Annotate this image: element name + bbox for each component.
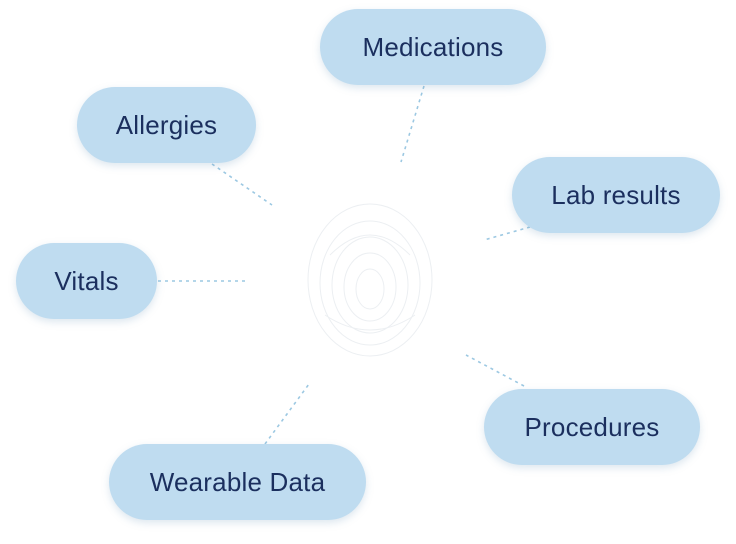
node-medications: Medications — [320, 9, 546, 85]
node-allergies: Allergies — [77, 87, 256, 163]
node-wearable-data: Wearable Data — [109, 444, 366, 520]
connector-wearable-data — [264, 383, 310, 445]
node-lab-results: Lab results — [512, 157, 720, 233]
connector-allergies — [211, 163, 273, 206]
node-procedures: Procedures — [484, 389, 700, 465]
connector-procedures — [465, 354, 525, 387]
fingerprint-icon — [307, 203, 433, 357]
connector-medications — [400, 85, 425, 163]
connector-lab-results — [483, 226, 531, 241]
node-vitals: Vitals — [16, 243, 157, 319]
